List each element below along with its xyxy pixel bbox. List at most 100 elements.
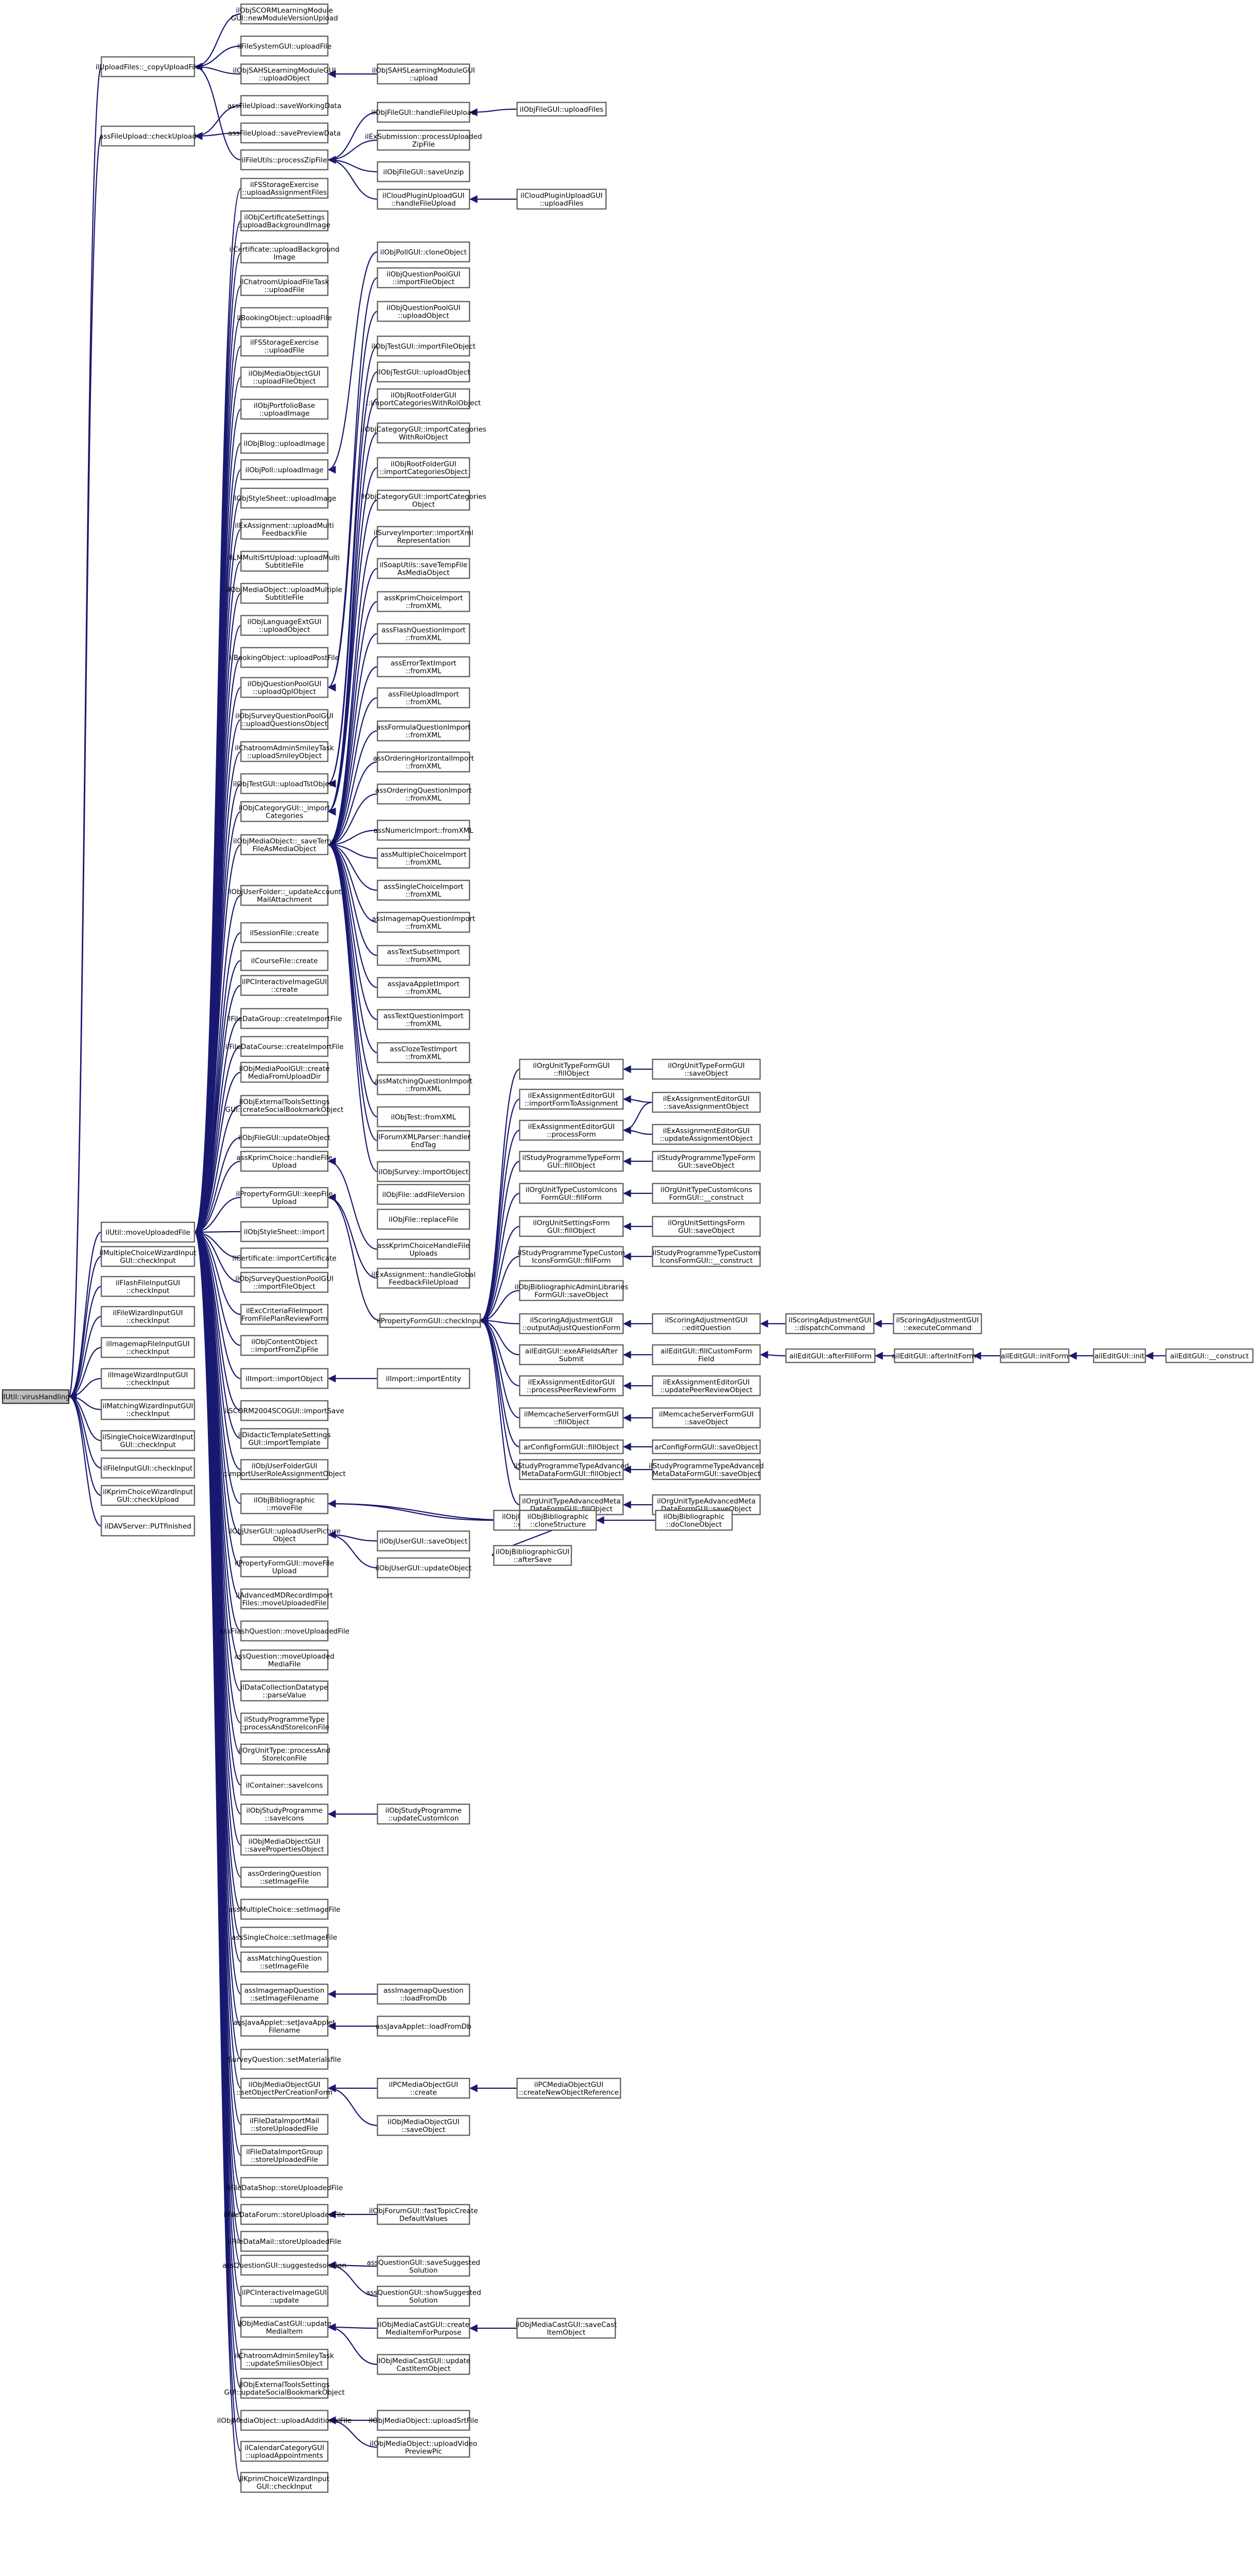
graph-node-w2[interactable]: ilObjQuestionPoolGUI::importFileObject [376,267,471,289]
graph-node-w32[interactable]: ilObjFile::replaceFile [376,1208,471,1230]
graph-node-p3a[interactable]: ilExAssignmentEditorGUI::updateAssignmen… [652,1124,761,1145]
graph-node-w4[interactable]: ilObjTestGUI::importFileObject [371,335,476,357]
graph-node-p5a[interactable]: ilOrgUnitTypeCustomIconsFormGUI::__const… [652,1182,761,1204]
graph-node-m38[interactable]: ilObjContentObject::importFromZipFile [240,1335,329,1356]
graph-node-z4a[interactable]: ilCloudPluginUploadGUI::uploadFiles [516,188,607,210]
graph-node-root[interactable]: ilUtil::virusHandling [2,1389,70,1404]
graph-node-m6[interactable]: ilFSStorageExercise::uploadFile [240,335,329,357]
graph-node-m31[interactable]: ilObjFileGUI::updateObject [238,1127,330,1148]
graph-node-w28[interactable]: ilObjTest::fromXML [376,1106,471,1128]
graph-node-m59[interactable]: assImagemapQuestion::setImageFilename [240,1983,329,2005]
graph-node-m24[interactable]: ilSessionFile::create [240,922,329,943]
graph-node-p10b[interactable]: ailEditGUI::afterFillForm [785,1348,876,1364]
graph-node-m19[interactable]: ilChatroomAdminSmileyTask::uploadSmileyO… [235,741,334,762]
graph-node-p7[interactable]: ilStudyProgrammeTypeCustomIconsFormGUI::… [518,1246,625,1267]
graph-node-c1e[interactable]: ilFlashFileInputGUI::checkInput [100,1276,195,1297]
graph-node-p10c[interactable]: ailEditGUI::afterInitForm [892,1348,976,1364]
graph-node-w6[interactable]: ilObjRootFolderGUI::importCategoriesWith… [366,388,481,410]
graph-node-u3a[interactable]: ilObjSAHSLearningModuleGUI::upload [372,63,475,85]
graph-node-p12a[interactable]: ilMemcacheServerFormGUI::saveObject [652,1407,761,1429]
graph-node-p14a[interactable]: ilStudyProgrammeTypeAdvancedMetaDataForm… [649,1459,764,1480]
graph-node-w15[interactable]: assFileUploadImport::fromXML [376,687,471,709]
graph-node-c1f[interactable]: ilFileWizardInputGUI::checkInput [100,1306,195,1327]
graph-node-p2a[interactable]: ilExAssignmentEditorGUI::saveAssignmentO… [652,1091,761,1113]
graph-node-zip[interactable]: ilFileUtils::processZipFile [240,149,329,171]
graph-node-w13[interactable]: assFlashQuestionImport::fromXML [376,623,471,645]
graph-node-w10[interactable]: ilSurveyImporter::importXmlRepresentatio… [374,526,474,547]
graph-node-p1a[interactable]: ilOrgUnitTypeFormGUI::saveObject [652,1058,761,1080]
graph-node-p5[interactable]: ilOrgUnitTypeCustomIconsFormGUI::fillFor… [519,1182,624,1204]
graph-node-m55[interactable]: assOrderingQuestion::setImageFile [240,1866,329,1888]
graph-node-z4[interactable]: ilCloudPluginUploadGUI::handleFileUpload [376,188,471,210]
graph-node-m54[interactable]: ilObjMediaObjectGUI::savePropertiesObjec… [240,1834,329,1856]
graph-node-m56[interactable]: assMultipleChoice::setImageFile [229,1898,340,1920]
graph-node-p9[interactable]: ilScoringAdjustmentGUI::outputAdjustQues… [519,1313,624,1335]
graph-node-m34[interactable]: ilObjStyleSheet::import [240,1221,329,1242]
graph-node-m68[interactable]: assQuestionGUI::suggestedsolution [222,2254,346,2276]
graph-node-c1k[interactable]: ilFileInputGUI::checkInput [100,1457,195,1479]
graph-node-m21[interactable]: ilObjCategoryGUI::_importCategories [239,801,330,822]
graph-node-m69[interactable]: ilPCInteractiveImageGUI::update [240,2285,329,2307]
graph-node-z3[interactable]: ilObjFileGUI::saveUnzip [376,161,471,183]
graph-node-m14[interactable]: ilObjMediaObject::uploadMultipleSubtitle… [226,582,342,604]
graph-node-w17[interactable]: assOrderingHorizontalImport::fromXML [373,751,474,773]
graph-node-p13a[interactable]: arConfigFormGUI::saveObject [652,1439,761,1455]
graph-node-w7[interactable]: ilObjCategoryGUI::importCategoriesWithRo… [361,422,487,444]
graph-node-m60a[interactable]: assJavaApplet::loadFromDb [376,2015,472,2037]
graph-node-m57[interactable]: assSingleChoice::setImageFile [232,1926,337,1948]
graph-node-m64[interactable]: ilFileDataImportGroup::storeUploadedFile [240,2145,329,2166]
graph-node-p11[interactable]: ilExAssignmentEditorGUI::processPeerRevi… [519,1375,624,1397]
graph-node-m2[interactable]: ilObjCertificateSettings::uploadBackgrou… [238,210,330,232]
graph-node-z1a[interactable]: ilObjFileGUI::uploadFiles [516,101,607,117]
graph-node-w27[interactable]: assMatchingQuestionImport::fromXML [374,1074,473,1096]
graph-node-m59a[interactable]: assImagemapQuestion::loadFromDb [376,1983,471,2005]
graph-node-w34[interactable]: ilExAssignment::handleGlobalFeedbackFile… [371,1267,476,1289]
graph-node-u2[interactable]: ilFileSystemGUI::uploadFile [237,35,331,57]
graph-node-b3[interactable]: ilObjBibliographic::doCloneObject [655,1509,733,1531]
graph-node-m53[interactable]: ilObjStudyProgramme::saveIcons [240,1803,329,1825]
graph-node-p10f[interactable]: ailEditGUI::__construct [1165,1348,1254,1364]
graph-node-w5[interactable]: ilObjTestGUI::uploadObject [377,361,470,383]
graph-node-m18[interactable]: ilObjSurveyQuestionPoolGUI::uploadQuesti… [235,709,334,730]
graph-node-p12[interactable]: ilMemcacheServerFormGUI::fillObject [519,1407,624,1429]
graph-node-m7[interactable]: ilObjMediaObjectGUI::uploadFileObject [240,366,329,388]
graph-node-m46[interactable]: ilAdvancedMDRecordImportFiles::moveUploa… [236,1588,333,1610]
graph-node-c1d[interactable]: ilMultipleChoiceWizardInputGUI::checkInp… [99,1246,196,1267]
graph-node-w21[interactable]: assSingleChoiceImport::fromXML [376,879,471,901]
graph-node-p13[interactable]: arConfigFormGUI::fillObject [519,1439,624,1455]
graph-node-m39[interactable]: ilImport::importObject [240,1368,329,1389]
graph-node-p8[interactable]: ilObjBibliographicAdminLibrariesFormGUI:… [514,1280,628,1301]
graph-node-m73[interactable]: ilObjMediaObject::uploadAdditionalFile [217,2409,352,2431]
graph-node-m67[interactable]: ilFileDataMail::storeUploadedFile [228,2230,341,2252]
graph-node-m40[interactable]: ilSCORM2004SCOGUI::importSave [224,1400,344,1421]
graph-node-m66[interactable]: ilFileDataForum::storeUploadedFile [223,2204,345,2225]
graph-node-c1c[interactable]: ilUtil::moveUploadedFile [100,1221,195,1243]
graph-node-c1m[interactable]: ilDAVServer::PUTfinished [100,1515,195,1537]
graph-node-z1[interactable]: ilObjFileGUI::handleFileUpload [371,101,476,123]
graph-node-m28[interactable]: ilFileDataCourse::createImportFile [225,1036,344,1057]
graph-node-q1[interactable]: ilObjUserGUI::saveObject [376,1530,471,1552]
graph-node-pf[interactable]: ilPropertyFormGUI::checkInput [377,1313,484,1328]
graph-node-p7a[interactable]: ilStudyProgrammeTypeCustomIconsFormGUI::… [652,1246,761,1267]
graph-node-m65[interactable]: ilFileDataShop::storeUploadedFile [226,2177,343,2198]
graph-node-u1[interactable]: ilObjSCORMLearningModuleGUI::newModuleVe… [231,3,338,25]
graph-node-w31[interactable]: ilObjFile::addFileVersion [376,1184,471,1205]
graph-node-w8[interactable]: ilObjRootFolderGUI::importCategoriesObje… [376,457,471,478]
graph-node-m15[interactable]: ilObjLanguageExtGUI::uploadObject [240,615,329,636]
graph-node-c1a[interactable]: ilUploadFiles::_copyUploadFile [96,56,200,78]
